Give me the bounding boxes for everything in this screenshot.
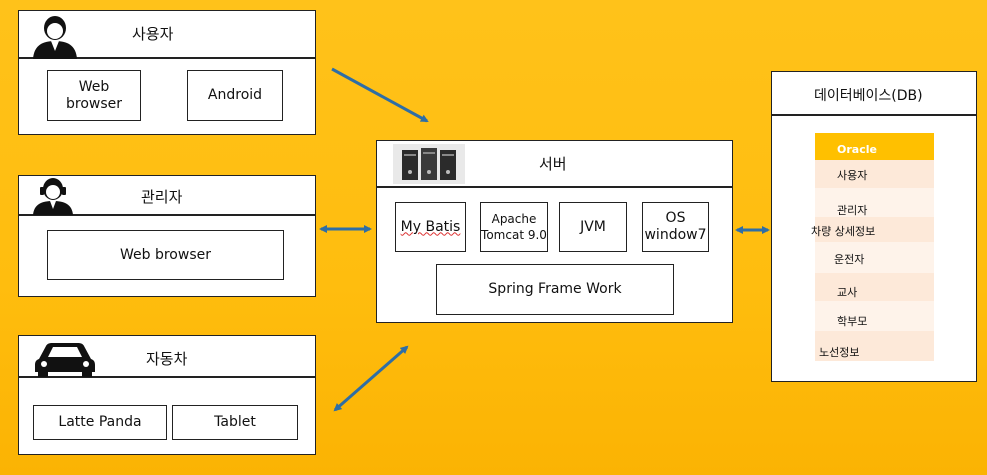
db-table-panel: Oracle 사용자 관리자 차량 상세정보 운전자 교사 학부모 노선정보 <box>811 133 934 361</box>
server-os: OS window7 <box>642 202 709 252</box>
db-table-item: 교사 <box>837 286 858 299</box>
db-table-item: 차량 상세정보 <box>811 225 876 238</box>
arrow-car-server <box>333 345 409 412</box>
db-table-item: 학부모 <box>837 315 868 328</box>
db-oracle-header: Oracle <box>815 133 934 160</box>
db-stripe <box>815 217 934 242</box>
db-table-item: 운전자 <box>834 253 865 266</box>
server-box-header <box>377 141 732 188</box>
car-tablet: Tablet <box>172 405 298 440</box>
user-web-browser: Web browser <box>47 70 141 121</box>
db-box-title: 데이터베이스(DB) <box>814 88 923 104</box>
server-box-title: 서버 <box>539 155 567 173</box>
server-mybatis: My Batis <box>395 202 466 252</box>
user-box-header <box>19 11 315 59</box>
db-table-item: 사용자 <box>837 169 868 182</box>
admin-box: 관리자 Web browser <box>18 175 316 297</box>
db-box-header <box>772 72 976 116</box>
car-box-title: 자동차 <box>146 350 188 368</box>
server-spring-framework: Spring Frame Work <box>436 264 674 315</box>
user-box-title: 사용자 <box>132 25 174 43</box>
arrow-user-to-server <box>331 67 429 123</box>
car-box-header <box>19 336 315 378</box>
admin-box-header <box>19 176 315 216</box>
car-latte-panda: Latte Panda <box>33 405 167 440</box>
car-box: 자동차 Latte Panda Tablet <box>18 335 316 455</box>
server-icon <box>393 144 465 184</box>
server-box: 서버 My Batis Apache Tomcat 9.0 JVM OS win… <box>376 140 733 323</box>
db-box: 데이터베이스(DB) Oracle 사용자 관리자 차량 상세정보 운전자 교사… <box>771 71 977 382</box>
admin-box-title: 관리자 <box>141 188 183 206</box>
car-icon <box>35 343 95 377</box>
user-android: Android <box>187 70 283 121</box>
db-stripe <box>815 331 934 361</box>
db-table-item: 노선정보 <box>819 346 860 359</box>
db-stripe <box>815 273 934 301</box>
db-table-item: 관리자 <box>837 204 868 217</box>
db-stripe <box>815 160 934 188</box>
admin-web-browser: Web browser <box>47 230 284 280</box>
admin-headset-icon <box>33 178 73 215</box>
server-tomcat: Apache Tomcat 9.0 <box>480 202 548 252</box>
user-icon <box>33 16 77 59</box>
server-mybatis-label: My Batis <box>400 218 461 235</box>
db-oracle-label: Oracle <box>837 143 877 156</box>
user-box: 사용자 Web browser Android <box>18 10 316 135</box>
server-jvm: JVM <box>559 202 627 252</box>
